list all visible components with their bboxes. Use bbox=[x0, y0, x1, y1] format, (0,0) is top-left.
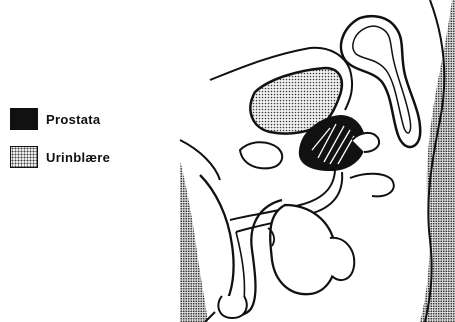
thigh-contour bbox=[180, 140, 220, 180]
testis bbox=[330, 238, 354, 280]
buttock-stippled-region bbox=[420, 0, 455, 322]
glans bbox=[218, 296, 246, 318]
scrotum bbox=[270, 205, 336, 294]
penis-inner-line bbox=[236, 232, 245, 300]
bulb bbox=[350, 174, 394, 197]
pubic-bone bbox=[240, 142, 282, 168]
thigh-stippled-region bbox=[180, 160, 208, 322]
